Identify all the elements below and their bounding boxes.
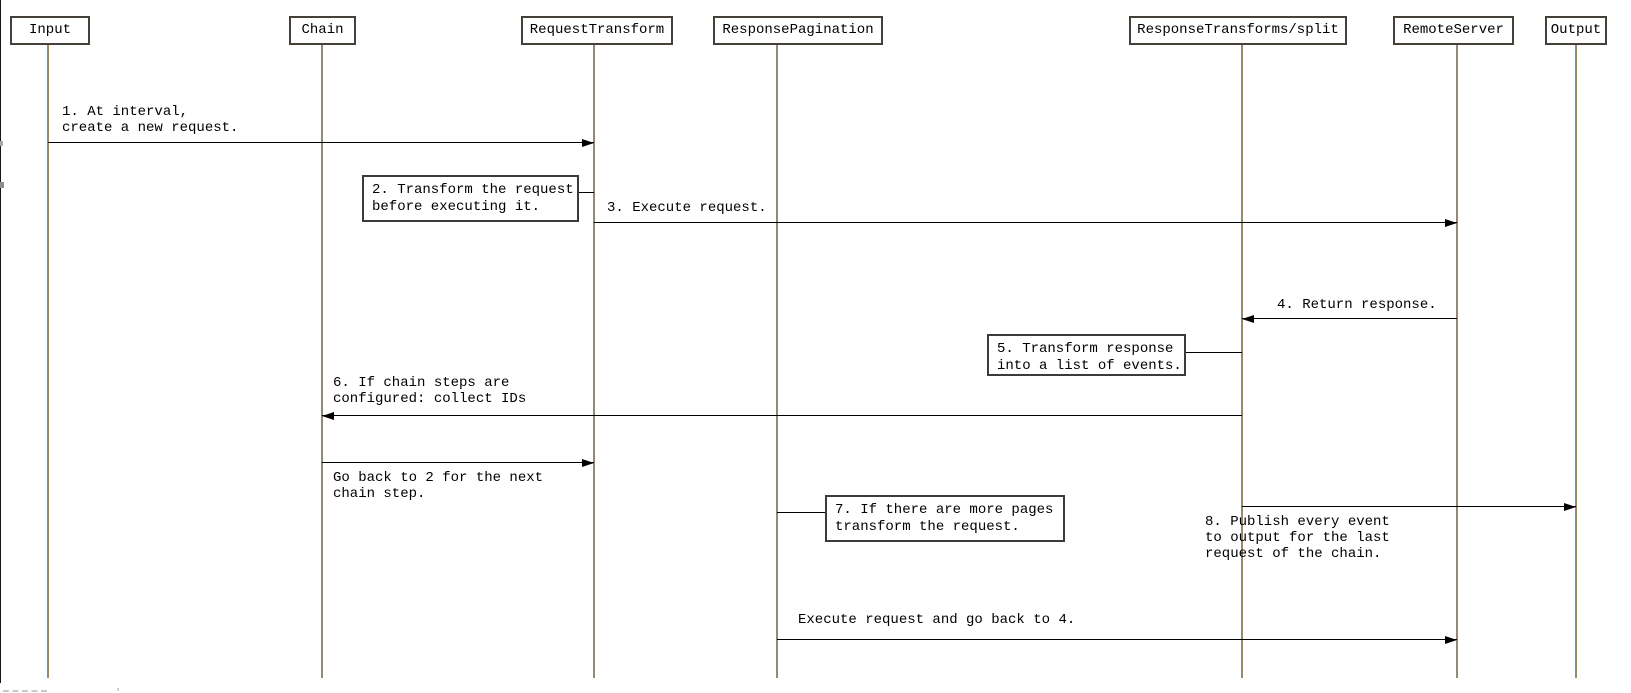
lifeline-requesttransform (593, 45, 595, 678)
actor-box-output: Output (1545, 16, 1607, 45)
note-5-transform-response: 5. Transform response into a list of eve… (987, 334, 1186, 376)
lifeline-responsepagination (776, 45, 778, 678)
msg-3-execute-request-label: 3. Execute request. (607, 200, 767, 216)
msg-6-collect-ids-line (322, 415, 1242, 416)
actor-box-chain: Chain (289, 16, 356, 45)
msg-1-create-request-arrowhead-icon (582, 139, 594, 147)
note-2-transform-request: 2. Transform the request before executin… (362, 175, 579, 222)
msg-execute-go-back-4-label: Execute request and go back to 4. (798, 612, 1076, 628)
lifeline-output (1575, 45, 1577, 678)
bottom-edge-artifact (117, 688, 119, 691)
actor-box-input: Input (10, 16, 90, 45)
note-7-more-pages-connector (777, 512, 825, 513)
msg-4-return-response-line (1242, 318, 1457, 319)
msg-8-publish-events-arrowhead-icon (1564, 503, 1576, 511)
msg-go-back-to-2-line (322, 462, 594, 463)
page-left-border (0, 0, 1, 683)
msg-6-collect-ids-arrowhead-icon (322, 412, 334, 420)
msg-6-collect-ids-label: 6. If chain steps are configured: collec… (333, 375, 527, 407)
edge-artifact (0, 182, 4, 188)
lifeline-chain (321, 45, 323, 678)
actor-box-responsepagination: ResponsePagination (713, 16, 883, 45)
lifeline-remoteserver (1456, 45, 1458, 678)
actor-box-remoteserver: RemoteServer (1393, 16, 1514, 45)
msg-3-execute-request-arrowhead-icon (1445, 219, 1457, 227)
bottom-edge-artifact (3, 690, 47, 692)
actor-box-requesttransform: RequestTransform (521, 16, 673, 45)
edge-artifact (0, 141, 3, 146)
msg-8-publish-events-line (1242, 506, 1576, 507)
lifeline-input (47, 45, 49, 678)
msg-8-publish-events-label: 8. Publish every event to output for the… (1205, 514, 1390, 562)
note-5-transform-response-connector (1186, 352, 1242, 353)
actor-box-responsetransforms-split: ResponseTransforms/split (1129, 16, 1347, 45)
msg-go-back-to-2-label: Go back to 2 for the next chain step. (333, 470, 544, 502)
msg-4-return-response-label: 4. Return response. (1277, 297, 1437, 313)
msg-4-return-response-arrowhead-icon (1242, 315, 1254, 323)
msg-3-execute-request-line (594, 222, 1457, 223)
msg-execute-go-back-4-arrowhead-icon (1445, 636, 1457, 644)
msg-execute-go-back-4-line (777, 639, 1457, 640)
msg-1-create-request-line (48, 142, 594, 143)
note-2-transform-request-connector (579, 192, 594, 193)
note-7-more-pages: 7. If there are more pages transform the… (825, 495, 1065, 542)
msg-go-back-to-2-arrowhead-icon (582, 459, 594, 467)
lifeline-responsetransforms-split (1241, 45, 1243, 678)
msg-1-create-request-label: 1. At interval, create a new request. (62, 104, 239, 136)
